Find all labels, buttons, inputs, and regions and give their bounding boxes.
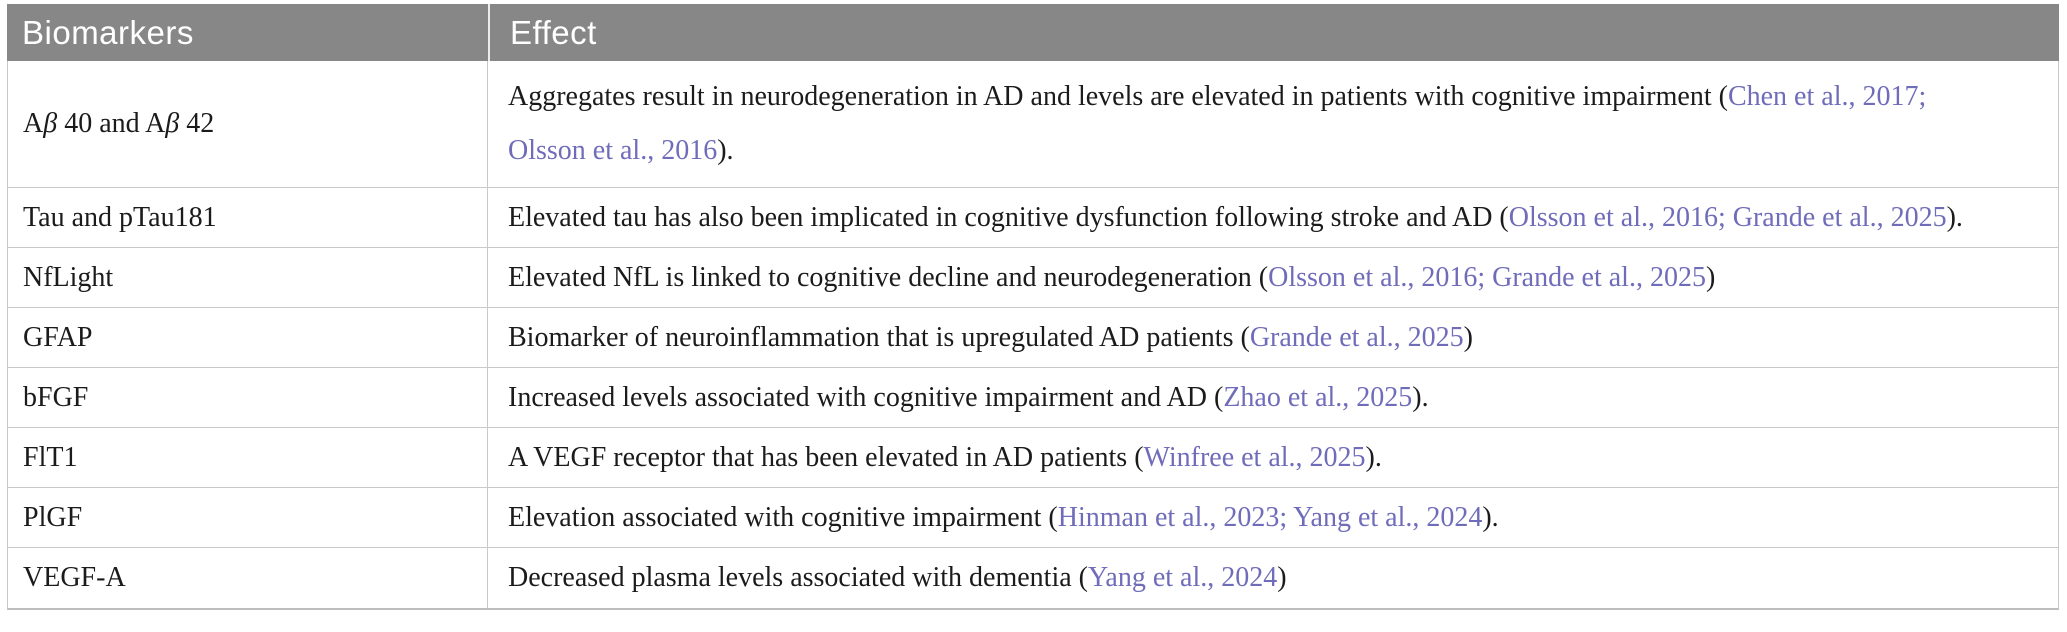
table-row: Aβ 40 and Aβ 42 Aggregates result in neu… <box>8 61 2058 188</box>
text-segment: ). <box>1946 201 1963 233</box>
effect-cell: Biomarker of neuroinflammation that is u… <box>488 308 2058 367</box>
text-segment: NfLight <box>23 261 114 293</box>
table-row: NfLight Elevated NfL is linked to cognit… <box>8 248 2058 308</box>
column-header-effect-label: Effect <box>510 13 597 51</box>
column-header-biomarkers: Biomarkers <box>7 4 488 61</box>
text-segment: ) <box>1705 261 1716 293</box>
text-segment: 42 <box>179 108 215 139</box>
effect-text: Increased levels associated with cogniti… <box>508 371 1429 425</box>
biomarker-text: Tau and pTau181 <box>23 191 217 245</box>
effect-cell: Elevated tau has also been implicated in… <box>488 188 2058 247</box>
table-row: bFGF Increased levels associated with co… <box>8 368 2058 428</box>
table-row: VEGF-A Decreased plasma levels associate… <box>8 548 2058 608</box>
text-segment: β <box>43 108 58 139</box>
biomarker-text: VEGF-A <box>23 551 126 605</box>
effect-cell: Aggregates result in neurodegeneration i… <box>488 61 2058 187</box>
text-segment: ) <box>1463 321 1473 353</box>
effect-text: Aggregates result in neurodegeneration i… <box>508 70 1926 178</box>
text-segment: ). <box>1482 501 1499 533</box>
citation-link[interactable]: Chen et al., 2017; <box>1727 81 1927 112</box>
table-header-row: Biomarkers Effect <box>7 4 2059 61</box>
effect-cell: Decreased plasma levels associated with … <box>488 548 2058 608</box>
citation-link[interactable]: Winfree et al., 2025 <box>1143 441 1366 473</box>
biomarker-cell: VEGF-A <box>8 548 488 608</box>
text-segment: β <box>165 108 180 139</box>
biomarker-cell: PlGF <box>8 488 488 547</box>
citation-link[interactable]: Hinman et al., 2023; Yang et al., 2024 <box>1057 501 1483 533</box>
biomarker-cell: NfLight <box>8 248 488 307</box>
biomarker-cell: bFGF <box>8 368 488 427</box>
biomarker-cell: Tau and pTau181 <box>8 188 488 247</box>
biomarker-text: NfLight <box>23 251 113 305</box>
biomarker-text: FlT1 <box>23 431 77 485</box>
header-column-divider <box>488 4 490 61</box>
table-row: GFAP Biomarker of neuroinflammation that… <box>8 308 2058 368</box>
biomarker-text: bFGF <box>23 371 88 425</box>
text-segment: Elevation associated with cognitive impa… <box>508 501 1058 533</box>
effect-cell: A VEGF receptor that has been elevated i… <box>488 428 2058 487</box>
text-segment: bFGF <box>23 381 89 413</box>
text-segment: Aggregates result in neurodegeneration i… <box>508 81 1728 112</box>
table-row: PlGF Elevation associated with cognitive… <box>8 488 2058 548</box>
citation-link[interactable]: Olsson et al., 2016 <box>508 135 718 166</box>
effect-text: Biomarker of neuroinflammation that is u… <box>508 311 1473 365</box>
text-segment: ). <box>1365 441 1382 473</box>
table-row: Tau and pTau181 Elevated tau has also be… <box>8 188 2058 248</box>
text-segment: A <box>23 108 44 139</box>
citation-link[interactable]: Olsson et al., 2016; Grande et al., 2025 <box>1508 201 1947 233</box>
table-body: Aβ 40 and Aβ 42 Aggregates result in neu… <box>7 61 2059 610</box>
biomarker-text: GFAP <box>23 311 93 365</box>
citation-link[interactable]: Grande et al., 2025 <box>1249 321 1464 353</box>
effect-cell: Increased levels associated with cogniti… <box>488 368 2058 427</box>
text-segment: Increased levels associated with cogniti… <box>508 381 1224 413</box>
text-segment: Elevated tau has also been implicated in… <box>508 201 1509 233</box>
column-header-effect: Effect <box>490 4 2059 61</box>
biomarker-cell: GFAP <box>8 308 488 367</box>
text-segment: PlGF <box>23 501 83 533</box>
text-segment: A VEGF receptor that has been elevated i… <box>508 441 1144 473</box>
text-segment: Tau and pTau181 <box>23 201 217 233</box>
biomarker-text: Aβ 40 and Aβ 42 <box>23 97 214 151</box>
citation-link[interactable]: Yang et al., 2024 <box>1088 562 1278 593</box>
biomarkers-table: Biomarkers Effect Aβ 40 and Aβ 42 Aggreg… <box>7 4 2059 610</box>
effect-text: Elevation associated with cognitive impa… <box>508 491 1499 545</box>
effect-text: A VEGF receptor that has been elevated i… <box>508 431 1382 485</box>
text-segment: Elevated NfL is linked to cognitive decl… <box>508 261 1269 293</box>
column-header-biomarkers-label: Biomarkers <box>22 13 194 51</box>
citation-link[interactable]: Zhao et al., 2025 <box>1223 381 1413 413</box>
table-row: FlT1 A VEGF receptor that has been eleva… <box>8 428 2058 488</box>
effect-cell: Elevation associated with cognitive impa… <box>488 488 2058 547</box>
text-segment: VEGF-A <box>23 562 126 593</box>
text-segment: ). <box>1412 381 1429 413</box>
citation-link[interactable]: Olsson et al., 2016; Grande et al., 2025 <box>1268 261 1706 293</box>
text-segment: ) <box>1277 562 1287 593</box>
biomarker-text: PlGF <box>23 491 82 545</box>
text-segment: 40 and A <box>57 108 166 139</box>
text-segment: Decreased plasma levels associated with … <box>508 562 1088 593</box>
effect-text: Elevated NfL is linked to cognitive decl… <box>508 251 1715 305</box>
effect-text: Elevated tau has also been implicated in… <box>508 191 1963 245</box>
text-segment: FlT1 <box>23 441 78 473</box>
biomarker-cell: FlT1 <box>8 428 488 487</box>
text-segment: Biomarker of neuroinflammation that is u… <box>508 321 1250 353</box>
effect-text: Decreased plasma levels associated with … <box>508 551 1287 605</box>
text-segment: ). <box>717 135 734 166</box>
biomarker-cell: Aβ 40 and Aβ 42 <box>8 61 488 187</box>
text-segment: GFAP <box>23 321 93 353</box>
effect-cell: Elevated NfL is linked to cognitive decl… <box>488 248 2058 307</box>
